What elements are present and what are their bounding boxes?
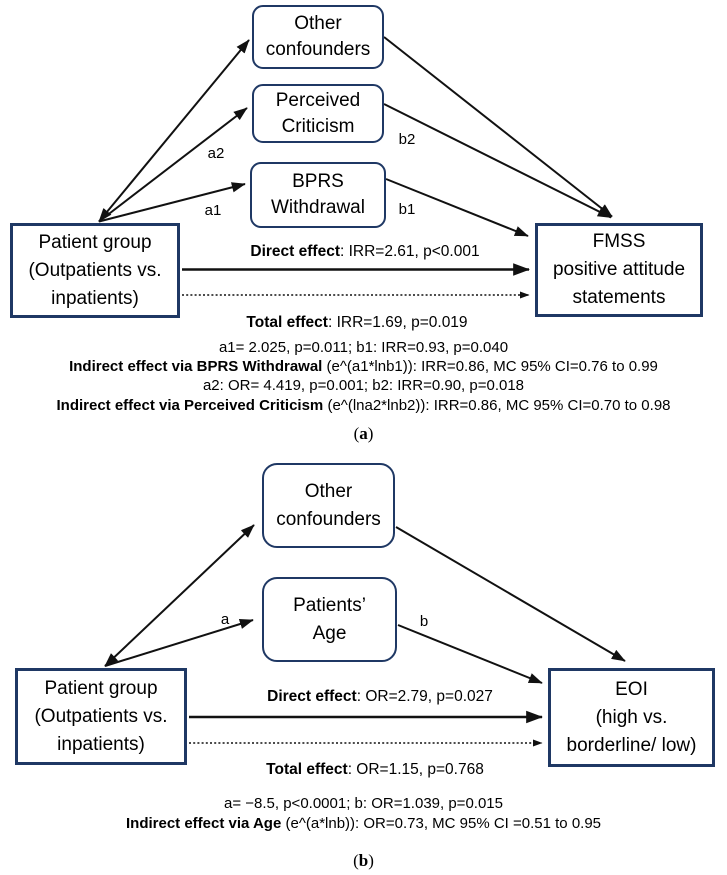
box-fmss-outcome: FMSS positive attitude statements [535,223,703,317]
stats-line: Indirect effect via Age (e^(a*lnb)): OR=… [125,815,602,832]
total-effect-label-b: Total effect [266,761,348,778]
stats-line: a2: OR= 4.419, p=0.001; b2: IRR=0.90, p=… [202,377,525,395]
total-effect-text-b: Total effect: OR=1.15, p=0.768 [195,761,555,779]
path-label-b2: b2 [398,131,416,148]
arrow-confounders-exposure-a [98,39,250,223]
stats-line: a= −8.5, p<0.0001; b: OR=1.039, p=0.015 [224,795,503,812]
stats-line: Indirect effect via BPRS Withdrawal (e^(… [69,358,658,376]
panel-b-caption: (b) [353,851,374,870]
direct-effect-label-a: Direct effect [250,243,340,260]
stats-line: a1= 2.025, p=0.011; b1: IRR=0.93, p=0.04… [218,339,509,356]
total-effect-label-a: Total effect [246,314,328,331]
box-other-confounders-b: Other confounders [262,463,395,548]
stats-line: Indirect effect via Perceived Criticism … [56,396,671,414]
direct-effect-value-b: : OR=2.79, p=0.027 [356,688,493,705]
box-other-confounders-a: Other confounders [252,5,384,69]
box-perceived-criticism: Perceived Criticism [252,84,384,143]
arrow-confounders-outcome-a [383,36,613,218]
direct-effect-text-a: Direct effect: IRR=2.61, p<0.001 [185,243,545,261]
panel-b-arrows [104,524,626,747]
box-patient-group-a: Patient group (Outpatients vs. inpatient… [10,223,180,318]
arrow-confounders-outcome-b [395,526,626,662]
path-label-a1: a1 [204,202,222,219]
arrow-a2-path [98,107,248,223]
direct-effect-label-b: Direct effect [267,688,357,705]
arrow-a1-path [98,182,246,223]
total-effect-value-b: : OR=1.15, p=0.768 [347,761,484,778]
path-label-a2: a2 [207,145,225,162]
panel-a-arrows [98,36,613,299]
arrow-a-path [104,618,254,667]
arrow-b2-path [383,103,612,219]
box-bprs-withdrawal: BPRS Withdrawal [250,162,386,228]
panel-a-caption: (a) [353,424,374,443]
arrow-confounders-exposure-b [104,524,255,667]
direct-effect-text-b: Direct effect: OR=2.79, p=0.027 [200,688,560,706]
arrow-b1-path [385,178,529,237]
arrow-b-path [397,624,543,684]
box-patient-group-b: Patient group (Outpatients vs. inpatient… [15,668,187,765]
path-label-a: a [220,611,230,628]
box-patients-age: Patients’ Age [262,577,397,662]
path-label-b: b [419,613,429,630]
panel-a-stats: a1= 2.025, p=0.011; b1: IRR=0.93, p=0.04… [0,338,727,415]
total-effect-value-a: : IRR=1.69, p=0.019 [327,314,468,331]
box-eoi-outcome: EOI (high vs. borderline/ low) [548,668,715,767]
path-label-b1: b1 [398,201,416,218]
total-effect-text-a: Total effect: IRR=1.69, p=0.019 [177,314,537,332]
direct-effect-value-a: : IRR=2.61, p<0.001 [339,243,480,260]
panel-b-stats: a= −8.5, p<0.0001; b: OR=1.039, p=0.015 … [0,794,727,834]
